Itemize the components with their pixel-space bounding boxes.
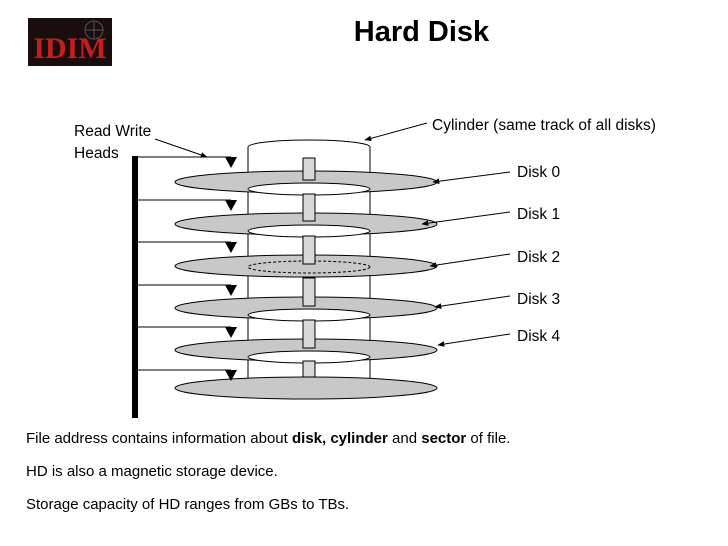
cylinder-arrow bbox=[364, 122, 428, 142]
disk-label-0: Disk 0 bbox=[517, 164, 561, 181]
disk-4-arrow bbox=[437, 333, 511, 347]
head-arm bbox=[132, 156, 237, 418]
disk-label-4: Disk 4 bbox=[517, 328, 561, 345]
heads-label-line2: Heads bbox=[74, 145, 119, 162]
disk-0-arrow bbox=[432, 171, 511, 184]
logo: IDIM bbox=[28, 18, 112, 66]
note-file-address: File address contains information about … bbox=[26, 430, 511, 447]
platters bbox=[174, 170, 438, 400]
read-write-heads bbox=[225, 157, 237, 381]
heads-arrow bbox=[154, 138, 208, 158]
heads-label-line1: Read Write bbox=[74, 123, 152, 140]
note-capacity: Storage capacity of HD ranges from GBs t… bbox=[26, 496, 350, 513]
platter-5 bbox=[174, 376, 438, 400]
logo-text: IDIM bbox=[33, 32, 106, 65]
disk-label-1: Disk 1 bbox=[517, 206, 561, 223]
page-title: Hard Disk bbox=[353, 16, 490, 48]
note-magnetic: HD is also a magnetic storage device. bbox=[26, 463, 278, 480]
disk-label-3: Disk 3 bbox=[517, 291, 561, 308]
disk-2-arrow bbox=[429, 253, 511, 268]
disk-3-arrow bbox=[434, 295, 511, 309]
cylinder-label: Cylinder (same track of all disks) bbox=[432, 117, 656, 134]
disk-1-arrow bbox=[421, 211, 511, 226]
disk-label-2: Disk 2 bbox=[517, 249, 561, 266]
